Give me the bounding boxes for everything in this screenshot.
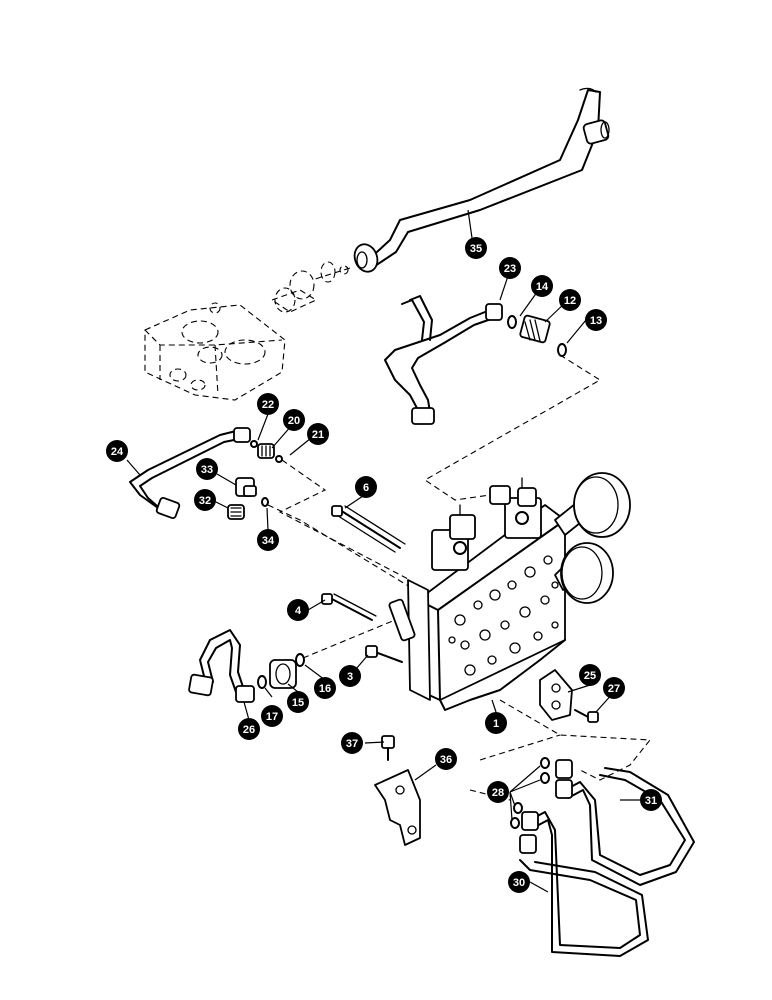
callout-17: 17 [261,705,283,727]
callout-28: 28 [487,781,509,803]
fitting-12 [507,314,567,357]
exploded-fittings-upper [270,261,351,313]
valve-block-holes [448,555,559,676]
svg-text:12: 12 [564,295,576,307]
svg-text:20: 20 [288,415,300,427]
svg-text:23: 23 [504,263,516,275]
svg-text:24: 24 [111,446,124,458]
o-rings-28 [510,757,550,829]
svg-text:17: 17 [266,711,278,723]
callout-22: 22 [257,393,279,415]
callout-21: 21 [307,423,329,445]
svg-text:32: 32 [199,495,211,507]
fitting-33 [235,477,257,497]
tube-26 [188,629,255,703]
tube-30 [519,811,649,957]
tube-23-lower-nut [411,407,435,425]
tube-35-end-fitting [353,243,379,273]
svg-text:21: 21 [312,429,324,441]
callouts: 35 23 14 12 13 22 20 21 24 33 32 34 6 4 … [106,237,662,893]
callout-13: 13 [585,309,607,331]
bracket-36 [374,769,421,846]
callout-3: 3 [339,665,361,687]
callout-15: 15 [287,691,309,713]
bolt-6 [331,505,406,553]
svg-text:6: 6 [363,482,369,494]
callout-37: 37 [341,732,363,754]
svg-text:25: 25 [584,670,596,682]
bracket-25 [539,669,573,721]
o-ring-34 [261,497,269,507]
callout-12: 12 [559,289,581,311]
valve-block-1 [388,477,566,711]
callout-4: 4 [287,599,309,621]
fitting-15 [257,653,305,689]
tube-23 [384,295,503,425]
callout-27: 27 [603,677,625,699]
svg-text:14: 14 [536,281,549,293]
pressure-gauge-upper [554,472,631,538]
svg-text:13: 13 [590,315,602,327]
svg-text:37: 37 [346,738,358,750]
svg-text:1: 1 [493,718,499,730]
callout-35: 35 [465,237,487,259]
callout-1: 1 [485,712,507,734]
callout-30: 30 [508,871,530,893]
callout-24: 24 [106,440,128,462]
manifold-block [144,302,286,401]
svg-text:16: 16 [319,683,331,695]
callout-26: 26 [238,718,260,740]
dash-path-21 [278,459,411,581]
tube-35 [353,87,610,273]
svg-text:28: 28 [492,787,504,799]
svg-text:26: 26 [243,724,255,736]
callout-14: 14 [531,275,553,297]
svg-text:27: 27 [608,683,620,695]
bolt-4 [321,593,377,621]
fitting-32 [227,504,245,520]
svg-text:4: 4 [295,605,302,617]
pressure-gauge-lower [554,542,614,604]
tube-31 [555,759,695,886]
dash-path-16 [302,619,396,659]
svg-text:22: 22 [262,399,274,411]
callout-32: 32 [194,489,216,511]
callout-23: 23 [499,257,521,279]
svg-text:3: 3 [347,671,353,683]
callout-31: 31 [640,789,662,811]
dash-path-34 [267,504,416,591]
callout-20: 20 [283,409,305,431]
svg-text:30: 30 [513,877,525,889]
dash-path-13 [423,354,602,501]
callout-16: 16 [314,677,336,699]
fitting-20 [250,440,283,463]
svg-text:31: 31 [645,795,657,807]
bolt-3 [365,645,403,663]
dash-path-28a [499,699,652,781]
bolt-37 [381,735,395,761]
tube-24 [129,427,251,519]
callout-6: 6 [355,476,377,498]
callout-34: 34 [257,529,279,551]
bolt-27 [574,709,599,723]
svg-text:33: 33 [201,464,213,476]
svg-text:36: 36 [440,754,452,766]
tube-23-nut [485,303,503,321]
callout-36: 36 [435,748,457,770]
callout-25: 25 [579,664,601,686]
tube-35-nut [582,119,610,145]
callout-33: 33 [196,458,218,480]
svg-text:15: 15 [292,697,304,709]
svg-text:35: 35 [470,243,482,255]
svg-text:34: 34 [262,535,275,547]
